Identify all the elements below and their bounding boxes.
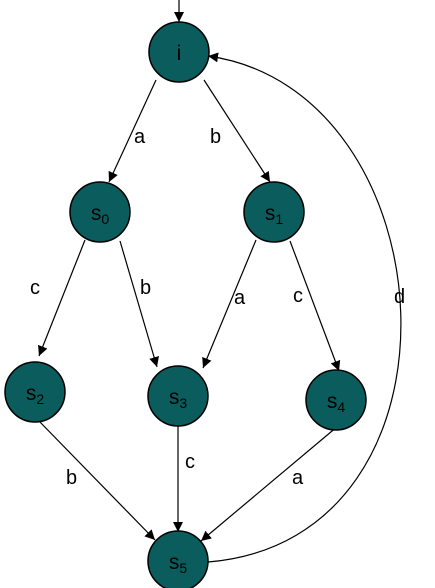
node-s0-circle bbox=[69, 181, 131, 243]
edge-s1-s4 bbox=[289, 240, 341, 372]
edge-label-s2-s5: b bbox=[66, 467, 77, 489]
edge-label-s1-s3: a bbox=[234, 287, 246, 309]
edge-s0-s2 bbox=[38, 239, 86, 357]
node-s2-circle bbox=[4, 361, 66, 423]
node-i-circle bbox=[148, 21, 210, 83]
node-s4-circle bbox=[305, 369, 367, 431]
node-s4: s4 bbox=[305, 369, 367, 431]
node-s3-circle bbox=[147, 365, 209, 427]
edge-label-s1-s4: c bbox=[293, 285, 303, 307]
edge-label-s0-s2: c bbox=[30, 277, 40, 299]
edge-s0-s3 bbox=[119, 240, 159, 368]
node-s4-label: s4 bbox=[327, 390, 346, 415]
edge-label-s5-i: d bbox=[394, 286, 405, 308]
node-s2: s2 bbox=[4, 361, 66, 423]
node-s1: s1 bbox=[243, 181, 305, 243]
edge-s5-i bbox=[207, 52, 402, 563]
edge-label-s0-s3: b bbox=[140, 277, 151, 299]
edge-label-s3-s5: c bbox=[185, 451, 195, 473]
edge-s4-s5 bbox=[200, 425, 339, 542]
node-s5-label: s5 bbox=[169, 551, 188, 576]
edge-s2-s5 bbox=[37, 419, 156, 541]
edge-s1-s3 bbox=[202, 239, 257, 369]
edge-label-i-s0: a bbox=[134, 126, 146, 148]
edge-label-i-s1: b bbox=[210, 126, 221, 148]
node-s0: s0 bbox=[69, 181, 131, 243]
edge-label-s4-s5: a bbox=[292, 467, 304, 489]
node-s0-label: s0 bbox=[91, 202, 110, 227]
node-s3: s3 bbox=[147, 365, 209, 427]
node-i-label: i bbox=[177, 42, 182, 65]
node-s2-label: s2 bbox=[26, 382, 45, 407]
node-s1-circle bbox=[243, 181, 305, 243]
edge-i-s1 bbox=[203, 79, 271, 183]
edge-i-s0 bbox=[108, 79, 157, 183]
node-s3-label: s3 bbox=[169, 386, 188, 411]
node-s1-label: s1 bbox=[265, 202, 284, 227]
node-s5-circle bbox=[147, 530, 209, 588]
node-i: i bbox=[148, 21, 210, 83]
node-s5: s5 bbox=[147, 530, 209, 588]
